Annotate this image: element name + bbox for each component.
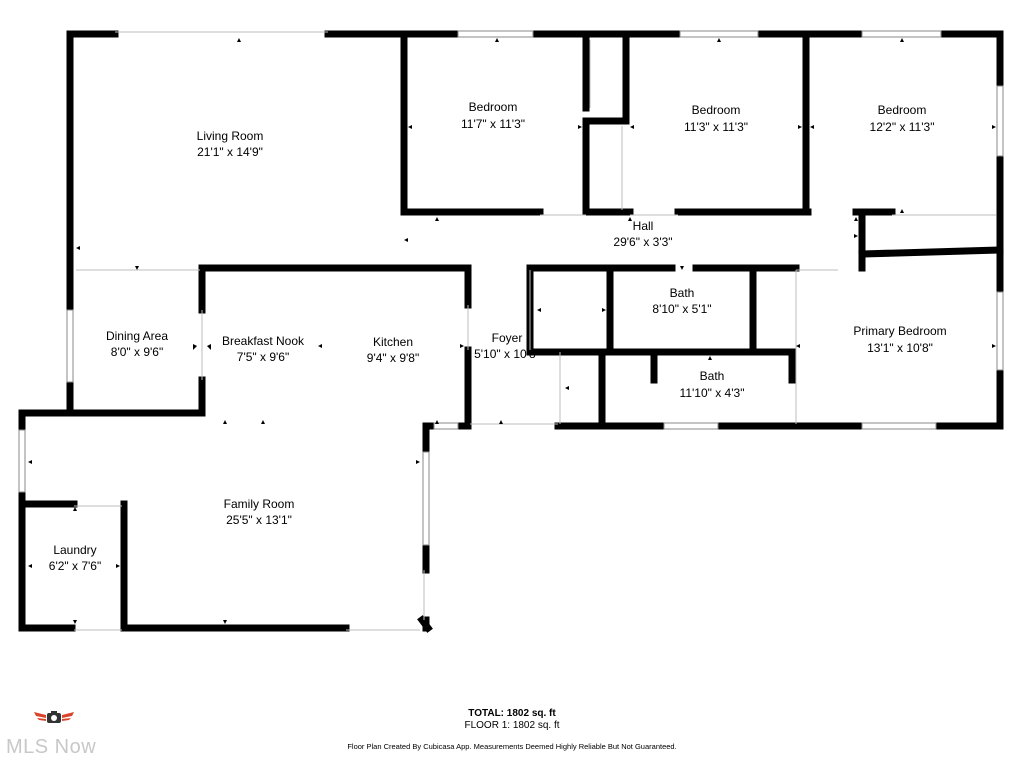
bedroom-3-name: Bedroom [878, 103, 927, 117]
hall-name: Hall [633, 219, 654, 233]
walls [18, 30, 1004, 633]
foyer-dims: 5'10" x 10'8" [474, 347, 540, 361]
dining-area-name: Dining Area [106, 329, 168, 343]
cubicasa-logo-icon [34, 711, 74, 723]
kitchen-name: Kitchen [373, 335, 413, 349]
laundry-dims: 6'2" x 7'6" [49, 559, 101, 573]
bedroom-2-name: Bedroom [692, 103, 741, 117]
living-room-dims: 21'1" x 14'9" [197, 145, 263, 159]
room-labels: Living Room 21'1" x 14'9" Bedroom 11'7" … [49, 100, 947, 573]
mls-now-watermark: MLS Now [6, 736, 97, 758]
bath-1-name: Bath [670, 286, 695, 300]
kitchen-dims: 9'4" x 9'8" [367, 351, 419, 365]
total-area: TOTAL: 1802 sq. ft [468, 708, 556, 719]
family-room-dims: 25'5" x 13'1" [226, 513, 292, 527]
breakfast-nook-name: Breakfast Nook [222, 334, 305, 348]
bedroom-3-dims: 12'2" x 11'3" [870, 120, 935, 134]
hall-dims: 29'6" x 3'3" [613, 235, 672, 249]
windows [18, 30, 1004, 546]
breakfast-nook-dims: 7'5" x 9'6" [237, 350, 289, 364]
bath-2-dims: 11'10" x 4'3" [680, 386, 745, 400]
dining-area-dims: 8'0" x 9'6" [111, 345, 163, 359]
disclaimer: Floor Plan Created By Cubicasa App. Meas… [347, 742, 677, 751]
dimension-markers [28, 38, 996, 624]
foyer-name: Foyer [492, 331, 523, 345]
thin-lines [74, 31, 996, 631]
floor-area: FLOOR 1: 1802 sq. ft [464, 720, 560, 731]
family-room-name: Family Room [224, 497, 295, 511]
bedroom-1-dims: 11'7" x 11'3" [461, 117, 525, 131]
bedroom-2-dims: 11'3" x 11'3" [684, 120, 748, 134]
floor-plan: Living Room 21'1" x 14'9" Bedroom 11'7" … [18, 30, 1004, 633]
bedroom-1-name: Bedroom [469, 100, 518, 114]
living-room-name: Living Room [197, 129, 264, 143]
primary-bedroom-dims: 13'1" x 10'8" [867, 341, 933, 355]
laundry-name: Laundry [53, 543, 96, 557]
primary-bedroom-name: Primary Bedroom [853, 324, 946, 338]
bath-2-name: Bath [700, 369, 725, 383]
bath-1-dims: 8'10" x 5'1" [652, 302, 711, 316]
